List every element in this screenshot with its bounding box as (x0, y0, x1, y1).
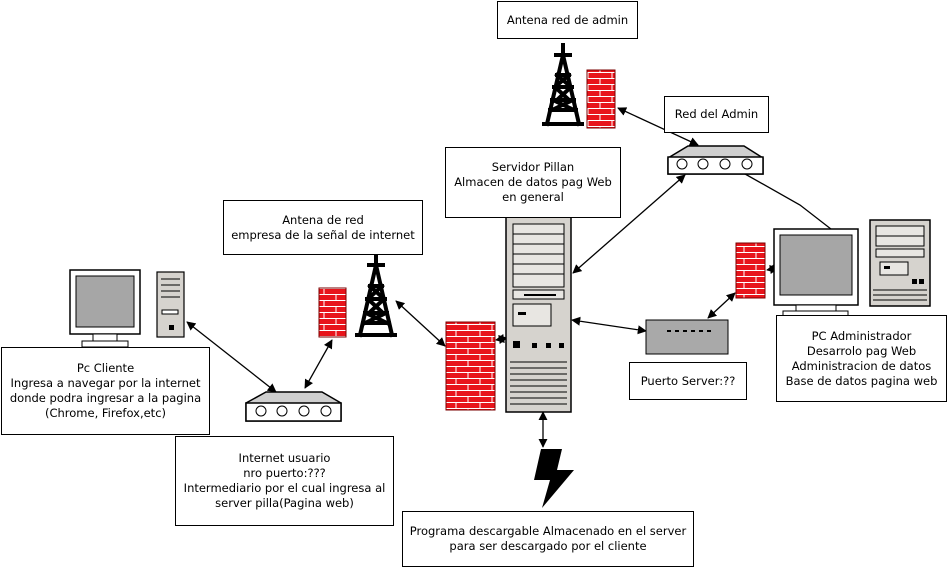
connector-router-server (572, 174, 686, 274)
firewall-icon (318, 287, 347, 338)
label-server-port: Puerto Server:?? (629, 362, 747, 400)
antenna-tower-icon (542, 43, 584, 127)
connector-router-firewall (304, 339, 333, 389)
connector-client-router (186, 321, 277, 393)
connector-admin-firewall-router (617, 107, 699, 146)
connector-server-switch (571, 316, 647, 335)
firewall-icon (735, 242, 766, 299)
router-icon (245, 391, 342, 422)
antenna-tower-icon (355, 253, 397, 338)
router-icon (667, 145, 764, 175)
label-admin-network: Red del Admin (664, 96, 769, 133)
firewall-icon (586, 69, 616, 129)
label-user-internet: Internet usuario nro puerto:??? Intermed… (175, 436, 394, 526)
connector-switch-firewall (707, 292, 736, 319)
firewall-icon (445, 321, 496, 411)
label-client-pc: Pc Cliente Ingresa a navegar por la inte… (1, 347, 210, 435)
connector-firewall-server (495, 334, 508, 344)
label-server: Servidor Pillan Almacen de datos pag Web… (445, 147, 621, 218)
connector-tower-firewall (395, 300, 446, 347)
desktop-pc-icon (69, 269, 185, 348)
label-admin-antenna: Antena red de admin (497, 1, 638, 39)
label-download: Programa descargable Almacenado en el se… (402, 511, 694, 567)
desktop-pc-icon (773, 219, 931, 317)
lightning-icon (534, 449, 574, 508)
connectors (186, 107, 859, 448)
label-company-antenna: Antena de red empresa de la señal de int… (223, 200, 423, 255)
switch-icon (645, 319, 729, 355)
label-admin-pc: PC Administrador Desarrolo pag Web Admin… (776, 315, 947, 402)
server-tower-icon (505, 215, 572, 413)
